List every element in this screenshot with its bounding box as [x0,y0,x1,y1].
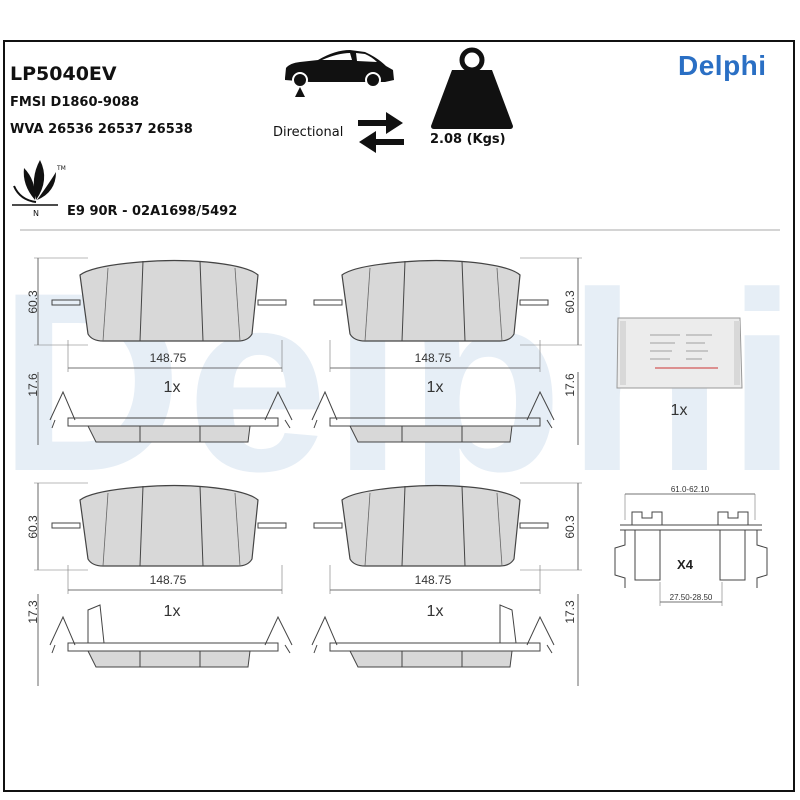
wva-codes: WVA 26536 26537 26538 [10,122,193,137]
pad1-thickness: 17.6 [26,373,40,397]
directional-label: Directional [273,125,344,140]
pad3-height: 60.3 [26,515,40,539]
pad-drawing-3: 148.75 60.3 1x 17.3 [26,482,293,686]
clip-qty: X4 [677,557,694,572]
brand-logo: Delphi [678,50,767,81]
pad2-thickness: 17.6 [563,373,577,397]
grease-qty: 1x [671,402,688,419]
clip-top-dim: 61.0-62.10 [671,485,710,494]
pad3-thickness: 17.3 [26,600,40,624]
eco-mark: N [33,209,39,218]
pad1-width: 148.75 [150,351,187,365]
pad2-width: 148.75 [415,351,452,365]
pad-drawing-2: 148.75 60.3 1x 17.6 [311,257,582,445]
grease-sachet: 1x [616,317,743,419]
pad4-qty: 1x [427,603,444,620]
clip-bottom-dim: 27.50-28.50 [670,593,713,602]
part-number: LP5040EV [10,63,117,85]
weight-label: 2.08 (Kgs) [430,132,506,147]
drawing-frame [3,40,795,792]
pad1-height: 60.3 [26,290,40,314]
pad3-width: 148.75 [150,573,187,587]
pad3-qty: 1x [164,603,181,620]
pad4-height: 60.3 [563,515,577,539]
pad2-height: 60.3 [563,290,577,314]
pad4-width: 148.75 [415,573,452,587]
approval-number: E9 90R - 02A1698/5492 [67,204,238,219]
pad2-qty: 1x [427,379,444,396]
fmsi-code: FMSI D1860-9088 [10,95,140,110]
pad4-thickness: 17.3 [563,600,577,624]
pad1-qty: 1x [164,379,181,396]
pad-drawing-1: 148.75 60.3 1x 17.6 [26,257,293,445]
pad-drawing-4: 148.75 60.3 1x 17.3 [311,482,582,686]
clip-drawing: 61.0-62.10 27.50-28.50 X4 [614,485,768,606]
tm-mark: TM [57,165,66,172]
